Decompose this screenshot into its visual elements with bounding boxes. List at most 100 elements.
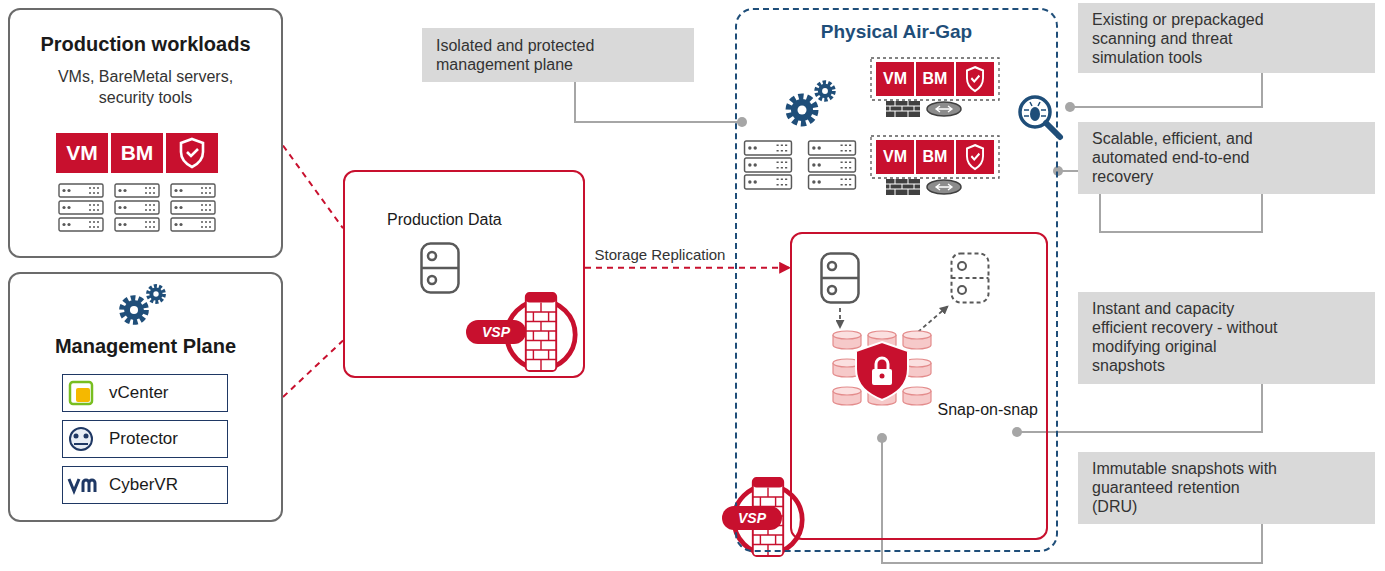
leader-dot: [737, 117, 747, 127]
air-gap-icons: [745, 141, 792, 155]
vm-badge: VM: [56, 133, 108, 173]
bm-badge: BM: [111, 133, 163, 173]
callout-text: Existing or prepackaged scanning and thr…: [1092, 10, 1280, 67]
workload-panel: Production workloadsVMs, BareMetal serve…: [8, 8, 283, 258]
replication-connector: [283, 146, 343, 229]
air-gap-icons: [1030, 107, 1040, 121]
box-label: Snap-on-snap: [937, 400, 1038, 420]
management-panel: Management Plane vCenterProtectorCyberVR: [8, 272, 283, 522]
workload-icons: [166, 133, 218, 173]
air-gap-icons: [809, 175, 856, 189]
storage-icons: [422, 244, 576, 371]
workload-icons: [115, 201, 159, 214]
air-gap-icons: [817, 83, 834, 100]
leader-dot: [1065, 102, 1075, 112]
badge-label: BM: [923, 70, 948, 88]
leader-dot: [737, 102, 1075, 443]
workload-icons: [59, 133, 218, 231]
air-gap-icons: [809, 158, 856, 172]
badge-label: VM: [883, 70, 907, 88]
callout-box: Scalable, efficient, and automated end-t…: [1078, 122, 1375, 194]
replication-connector: [585, 267, 790, 269]
workload-icons: [171, 184, 215, 197]
management-icons: [70, 382, 92, 404]
air-gap-zone: Physical Air-GapVM BM VM BM Snap-on-snapVSP: [735, 8, 1058, 552]
air-gap-icons: [876, 358, 888, 370]
bm-badge: BM: [916, 140, 954, 174]
air-gap-icons: [886, 101, 961, 117]
panel-subtitle: VMs, BareMetal servers, security tools: [38, 66, 253, 108]
air-gap-icons: [872, 369, 892, 385]
air-gap-icons: [871, 136, 999, 178]
callout-text: Isolated and protected management plane: [436, 36, 680, 74]
management-icons: [69, 479, 95, 492]
storage-box: Production DataVSP: [343, 170, 585, 378]
tool-name: vCenter: [109, 383, 169, 403]
air-gap-icons: [833, 387, 861, 405]
air-gap-icons: [956, 62, 994, 96]
tool-name: CyberVR: [109, 475, 178, 495]
badge-label: VM: [883, 148, 907, 166]
badge-label: BM: [923, 148, 948, 166]
callout-box: Isolated and protected management plane: [422, 28, 694, 82]
air-gap-icons: [734, 58, 1060, 556]
badge-label: BM: [121, 141, 154, 165]
callout-text: Scalable, efficient, and automated end-t…: [1092, 129, 1280, 186]
storage-icons: [422, 244, 459, 293]
leader-lines: [575, 78, 742, 122]
leader-dot: [1012, 427, 1022, 437]
vsp-badge: VSP: [722, 506, 782, 530]
bm-badge: BM: [916, 62, 954, 96]
air-gap-icons: [956, 140, 994, 174]
workload-icons: [115, 218, 159, 231]
air-gap-icons: [903, 387, 931, 405]
vsp-badge: VSP: [466, 320, 526, 344]
callout-box: Instant and capacity efficient recovery …: [1078, 292, 1375, 384]
air-gap-icons: [880, 374, 885, 379]
management-icons: [122, 298, 145, 321]
management-icons: [84, 434, 89, 439]
callout-box: Existing or prepackaged scanning and thr…: [1078, 3, 1375, 73]
vm-badge: VM: [876, 140, 914, 174]
air-gap-icons: [871, 58, 999, 100]
air-gap-icons: [839, 308, 841, 328]
edge-label: Storage Replication: [591, 246, 730, 264]
tool-box: Protector: [62, 420, 228, 458]
air-gap-icons: [833, 331, 861, 349]
panel-title: Production workloads: [10, 32, 281, 56]
leader-lines: [1017, 378, 1262, 432]
workload-icons: [59, 218, 103, 231]
callout-box: Immutable snapshots with guaranteed rete…: [1078, 452, 1375, 524]
air-gap-icons: [918, 306, 948, 332]
callout-text: Immutable snapshots with guaranteed rete…: [1092, 459, 1280, 516]
management-icons: [70, 428, 92, 450]
workload-icons: [59, 184, 103, 197]
air-gap-icons: [745, 175, 792, 189]
workload-icons: [171, 218, 215, 231]
badge-label: VM: [66, 141, 98, 165]
tool-name: Protector: [109, 429, 178, 449]
leader-dot: [1053, 166, 1063, 176]
box-label: Production Data: [387, 210, 502, 230]
air-gap-icons: [903, 331, 931, 349]
vm-badge: VM: [876, 62, 914, 96]
air-gap-icons: [809, 141, 856, 155]
management-icons: [76, 388, 90, 402]
air-gap-icons: [1024, 102, 1046, 116]
air-gap-icons: [789, 97, 815, 123]
management-icons: [148, 286, 164, 302]
air-gap-icons: [745, 158, 792, 172]
tool-box: CyberVR: [62, 466, 228, 504]
air-gap-icons: [856, 342, 908, 400]
badge-label: VSP: [738, 510, 766, 526]
zone-title: Physical Air-Gap: [737, 20, 1056, 43]
replication-connector: [283, 341, 343, 397]
leader-dot: [877, 433, 887, 443]
callout-text: Instant and capacity efficient recovery …: [1092, 299, 1280, 375]
badge-label: VSP: [482, 324, 510, 340]
workload-icons: [59, 201, 103, 214]
air-gap-icons: [952, 254, 989, 303]
panel-title: Management Plane: [10, 334, 281, 358]
